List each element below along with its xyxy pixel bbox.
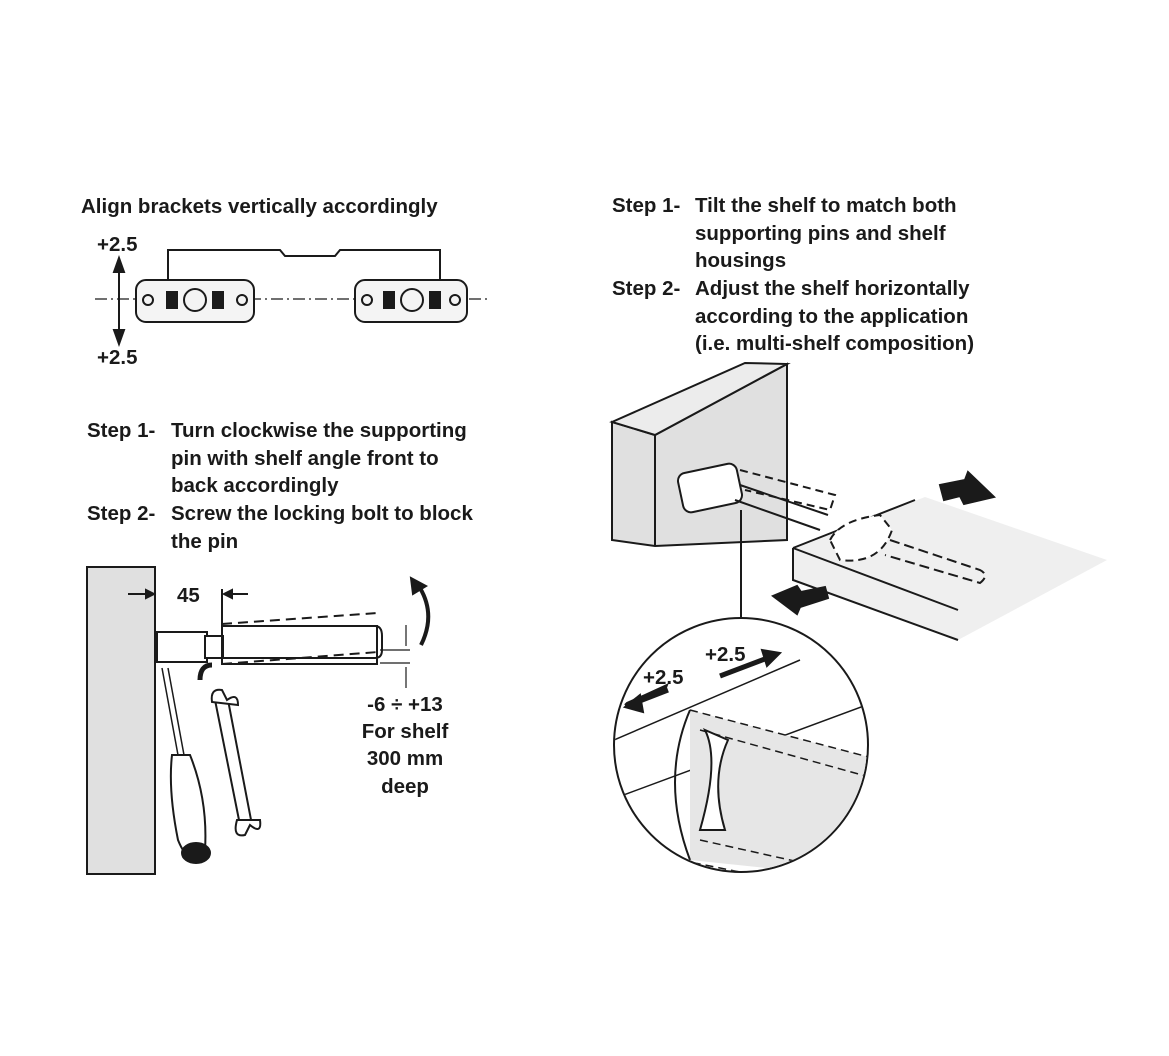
- step-text: the pin: [171, 529, 239, 553]
- perspective-drawing: [609, 361, 1107, 873]
- step-text: Screw the locking bolt to block: [171, 502, 473, 525]
- step-text: back accordingly: [171, 474, 339, 497]
- align-title: Align brackets vertically accordingly: [81, 195, 438, 218]
- bracket-alignment-drawing: [95, 249, 490, 347]
- range-label: -6 ÷ +13: [367, 693, 443, 716]
- side-view-drawing: [86, 566, 431, 875]
- step-text: Turn clockwise the supporting: [171, 419, 467, 442]
- distance-label: 45: [177, 584, 200, 607]
- step-text: according to the application: [695, 304, 969, 328]
- upper-tolerance: +2.5: [97, 233, 138, 256]
- step-label: Step 2-: [612, 277, 681, 300]
- note-line: 300 mm: [366, 747, 444, 770]
- step-text: pin with shelf angle front to: [171, 446, 439, 470]
- step-label: Step 1-: [87, 419, 156, 442]
- detail-right-adjust: +2.5: [705, 643, 746, 666]
- lower-tolerance: +2.5: [97, 346, 138, 369]
- step-text: supporting pins and shelf: [695, 221, 946, 245]
- step-text: housings: [695, 249, 787, 272]
- note-line: For shelf: [361, 720, 449, 743]
- step-text: (i.e. multi-shelf composition): [695, 332, 975, 355]
- step-text: Tilt the shelf to match both: [695, 194, 957, 217]
- step-label: Step 1-: [612, 194, 681, 217]
- step-label: Step 2-: [87, 502, 156, 525]
- detail-left-adjust: +2.5: [643, 666, 684, 689]
- step-text: Adjust the shelf horizontally: [695, 277, 970, 300]
- note-line: deep: [381, 775, 429, 798]
